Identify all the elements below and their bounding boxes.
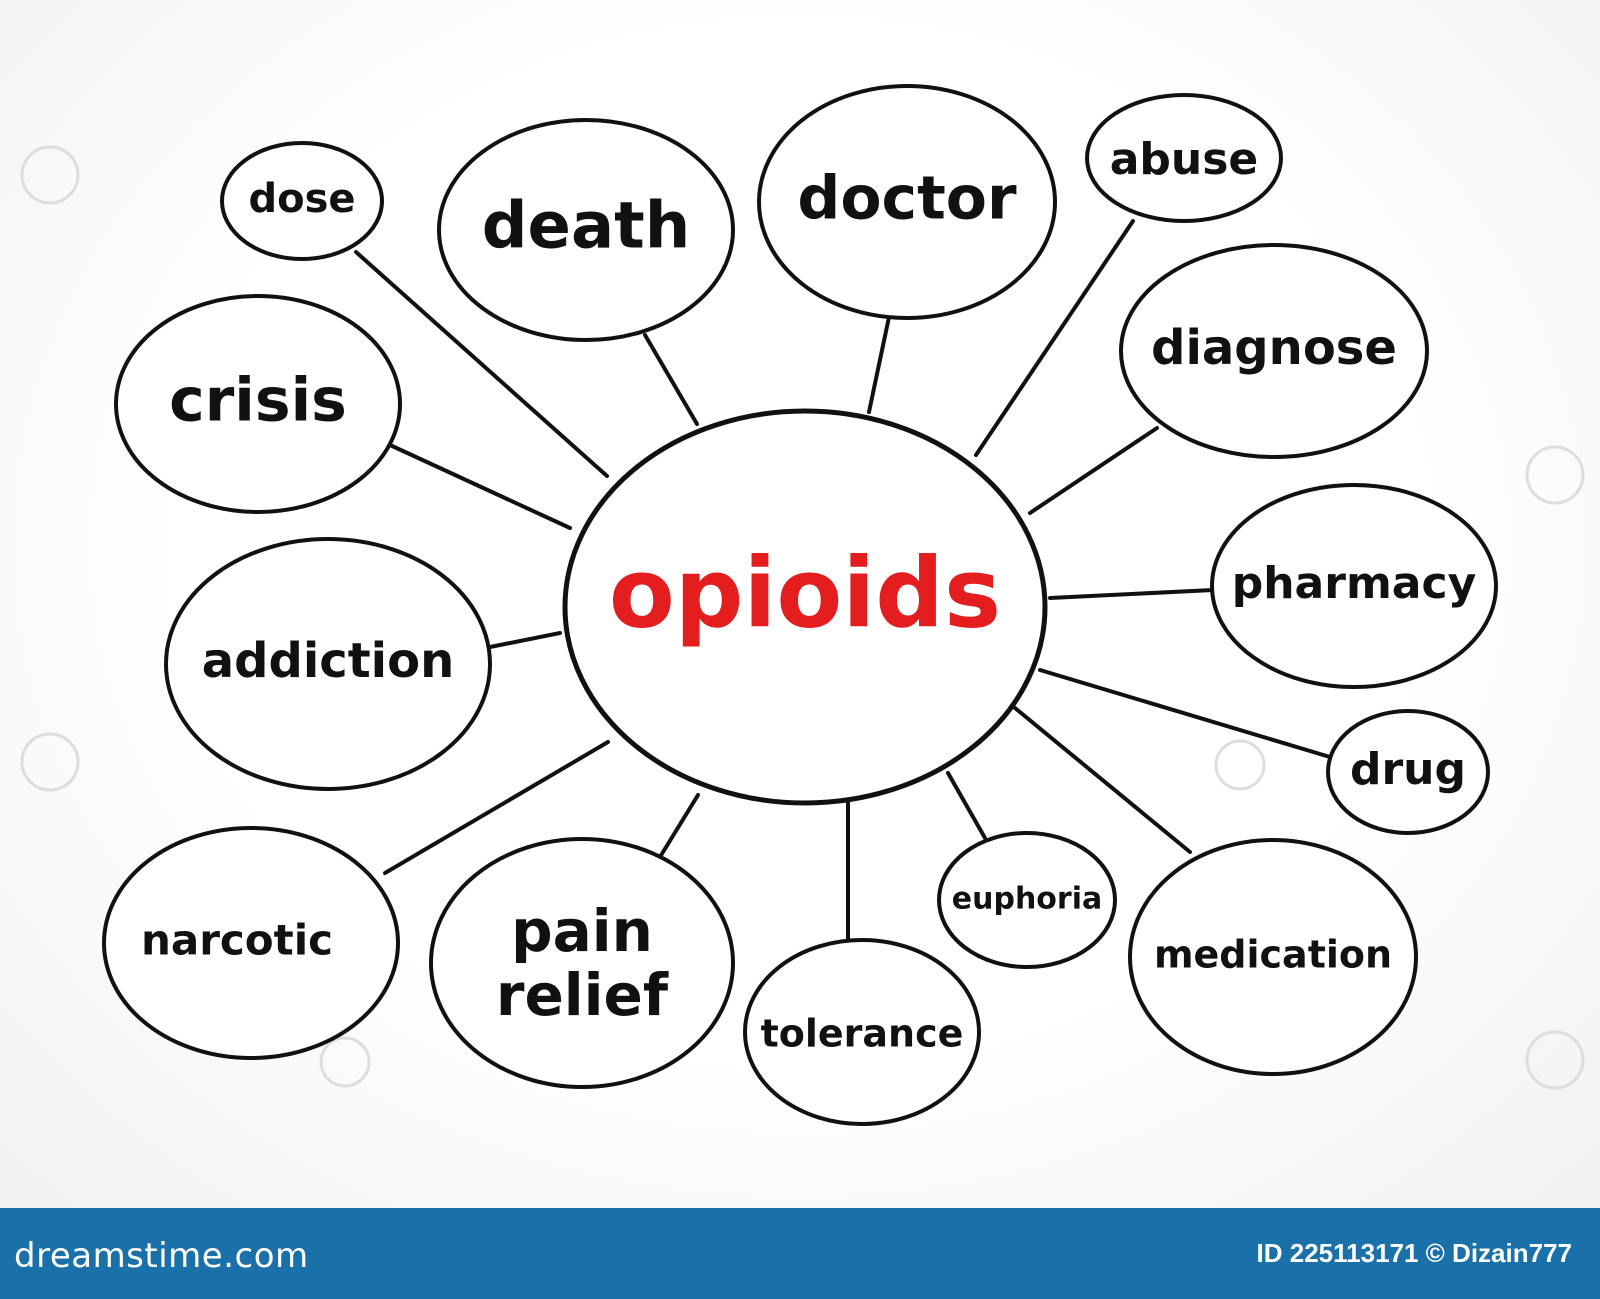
center-label: opioids: [609, 537, 1001, 649]
image-id-credit: ID 225113171 © Dizain777: [1256, 1238, 1572, 1268]
connector-addiction: [488, 631, 562, 649]
node-drug: drug: [1326, 709, 1490, 835]
node-bubble: [102, 826, 400, 1060]
node-death: death: [437, 118, 735, 342]
connector-medication: [1013, 706, 1192, 854]
watermark-icon: [20, 732, 80, 792]
node-label-wrap: pain relief: [495, 897, 669, 1029]
watermark-icon: [319, 1036, 371, 1088]
connector-pharmacy: [1048, 588, 1215, 600]
node-euphoria: euphoria: [937, 831, 1117, 969]
watermark-icon: [1214, 739, 1266, 791]
node-bubble: [1326, 709, 1490, 835]
connector-crisis: [388, 443, 572, 530]
node-label: addiction: [202, 633, 455, 689]
node-bubble: [1128, 838, 1418, 1076]
connector-lines: [354, 219, 1332, 945]
node-addiction: addiction: [164, 537, 492, 791]
watermark-icon: [20, 145, 80, 205]
node-crisis: crisis: [114, 294, 402, 514]
connector-diagnose: [1028, 426, 1159, 515]
node-label: death: [482, 190, 691, 264]
stock-footer-bar: dreamstime.com ID 225113171 © Dizain777: [0, 1208, 1600, 1299]
connector-narcotic: [383, 740, 610, 875]
node-pain-relief: pain relief: [429, 837, 735, 1089]
node-label: tolerance: [761, 1012, 964, 1056]
connector-dose: [354, 250, 609, 478]
node-label: crisis: [169, 366, 347, 436]
node-label: diagnose: [1151, 320, 1397, 376]
mind-map: opioids dose death doctor abuse crisis d…: [20, 84, 1585, 1126]
node-bubble: [937, 831, 1117, 969]
node-bubble: [220, 141, 384, 261]
node-label: pain relief: [495, 897, 669, 1029]
node-label: euphoria: [952, 882, 1102, 917]
node-bubble: [1210, 483, 1498, 689]
node-pharmacy: pharmacy: [1210, 483, 1498, 689]
node-label: drug: [1350, 744, 1466, 795]
node-bubble: [1119, 243, 1429, 459]
watermark-icon: [1525, 1030, 1585, 1090]
node-narcotic: narcotic: [102, 826, 400, 1060]
node-bubble: [757, 84, 1057, 320]
node-bubble: [164, 537, 492, 791]
node-label: pharmacy: [1232, 558, 1477, 609]
connector-drug: [1038, 668, 1332, 759]
node-abuse: abuse: [1085, 93, 1283, 223]
node-diagnose: diagnose: [1119, 243, 1429, 459]
node-doctor: doctor: [757, 84, 1057, 320]
node-label: dose: [248, 176, 355, 222]
node-label: narcotic: [141, 916, 333, 965]
brand-logo-text: dreamstime.com: [14, 1236, 309, 1276]
node-label: abuse: [1110, 134, 1259, 185]
node-tolerance: tolerance: [743, 938, 981, 1126]
center-bubble: [562, 408, 1048, 806]
connector-euphoria: [946, 771, 987, 840]
watermark-icon: [1525, 445, 1585, 505]
connector-abuse: [974, 219, 1135, 457]
node-label: doctor: [797, 164, 1017, 234]
connector-death: [643, 333, 699, 426]
node-bubble: [429, 837, 735, 1089]
node-bubble: [437, 118, 735, 342]
node-label: medication: [1154, 933, 1392, 977]
watermark-icons: [20, 145, 1585, 1090]
node-bubble: [743, 938, 981, 1126]
node-bubble: [1085, 93, 1283, 223]
connector-doctor: [867, 315, 891, 414]
node-bubble: [114, 294, 402, 514]
connector-pain-relief: [658, 793, 700, 859]
center-node: opioids: [562, 408, 1048, 806]
node-dose: dose: [220, 141, 384, 261]
node-medication: medication: [1128, 838, 1418, 1076]
diagram-canvas: opioids dose death doctor abuse crisis d…: [0, 0, 1600, 1208]
